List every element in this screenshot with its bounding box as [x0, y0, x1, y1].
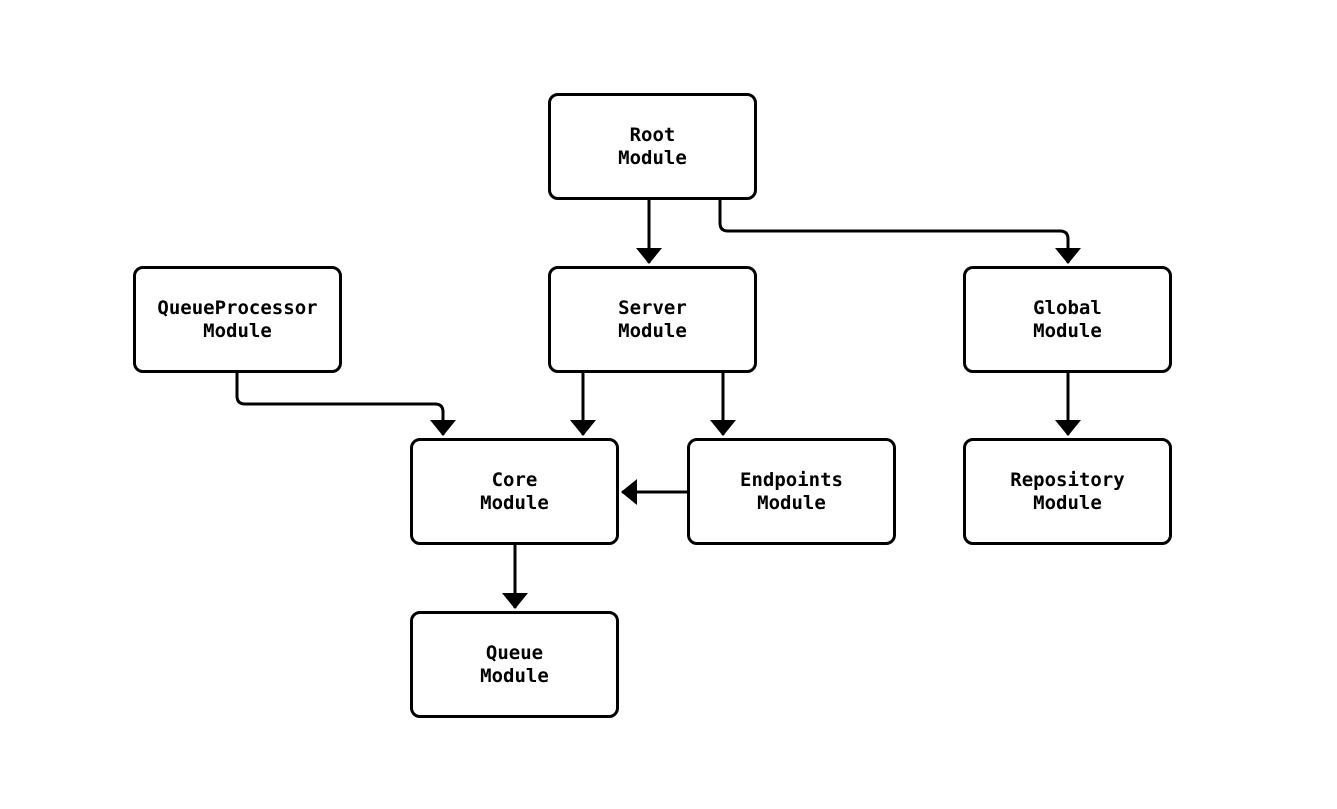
- node-server-module: Server Module: [548, 266, 757, 373]
- node-label: Core Module: [480, 468, 549, 514]
- edge-queueprocessor-to-core: [235, 371, 456, 436]
- node-label: Server Module: [618, 296, 687, 342]
- node-queueprocessor-module: QueueProcessor Module: [133, 266, 342, 373]
- node-root-module: Root Module: [548, 93, 757, 200]
- node-label: Queue Module: [480, 641, 549, 687]
- node-label: Global Module: [1033, 296, 1102, 342]
- node-label: Root Module: [618, 123, 687, 169]
- node-label: QueueProcessor Module: [157, 296, 318, 342]
- node-label: Endpoints Module: [740, 468, 843, 514]
- node-global-module: Global Module: [963, 266, 1172, 373]
- edge-root-to-global: [718, 199, 1081, 264]
- node-label: Repository Module: [1010, 468, 1125, 514]
- node-endpoints-module: Endpoints Module: [687, 438, 896, 545]
- node-queue-module: Queue Module: [410, 611, 619, 718]
- node-repository-module: Repository Module: [963, 438, 1172, 545]
- node-core-module: Core Module: [410, 438, 619, 545]
